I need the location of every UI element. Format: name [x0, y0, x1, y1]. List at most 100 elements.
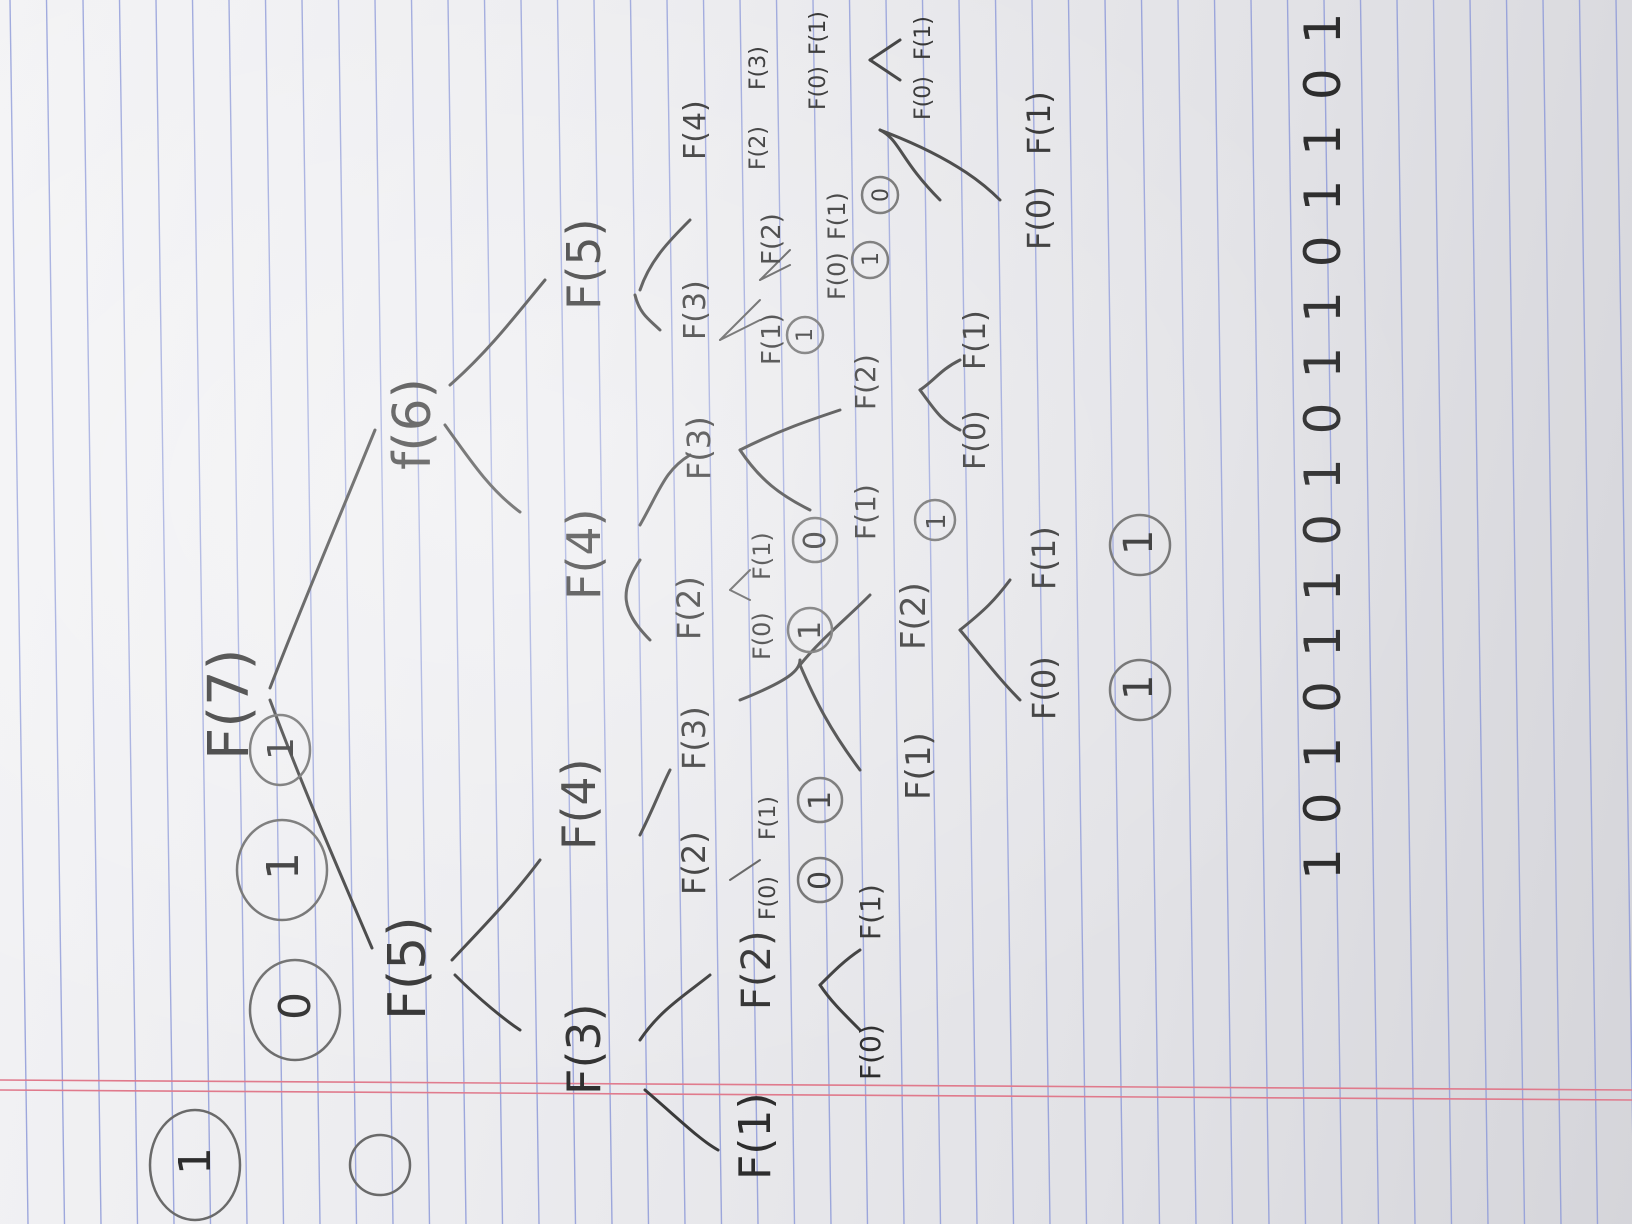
- leaf-value: 1: [922, 513, 952, 530]
- node-l4-0: F(0): [854, 1024, 887, 1080]
- notebook-rule-line: [337, 0, 358, 1224]
- node-l1-right: f(6): [383, 378, 443, 470]
- notebook-rule-line: [82, 0, 102, 1224]
- notebook-rule-line: [885, 0, 905, 1224]
- notebook-rule-line: [301, 0, 321, 1224]
- notebook-rule-line: [1286, 0, 1307, 1224]
- notebook-rule-line: [1140, 0, 1161, 1224]
- node-l4-7: F(1): [748, 532, 776, 580]
- node-l4-12: F(2): [746, 126, 771, 170]
- notebook-rule-line: [629, 0, 650, 1224]
- leaf-value: 1: [803, 791, 838, 810]
- notebook-rule-line: [1432, 0, 1453, 1224]
- node-l2-0: F(3): [557, 1003, 611, 1095]
- node-l4-13: F(3): [746, 46, 771, 90]
- notebook-rule-line: [45, 0, 66, 1224]
- node-l5-4: F(0): [823, 252, 851, 300]
- node-l4-8: F(1): [849, 484, 882, 540]
- node-l3-2: F(2): [675, 831, 713, 895]
- leaf-value: 1: [258, 852, 309, 880]
- node-l5-9: F(1): [911, 16, 936, 60]
- notebook-rule-line: [1213, 0, 1234, 1224]
- notebook-rule-line: [410, 0, 431, 1224]
- node-l4-3: F(1): [756, 796, 781, 840]
- node-l5-1: F(1): [1025, 526, 1063, 590]
- notebook-rule-line: [1396, 0, 1416, 1224]
- node-l5-8: F(0): [911, 76, 936, 120]
- leaf-value: 1: [1116, 675, 1162, 700]
- notebook-rule-line: [958, 0, 978, 1224]
- node-root: F(7): [197, 648, 262, 760]
- sequence-text: 1 0 1 0 1 1 0 1 0 1 1 0 1 1 0 1 0 1 1 0 …: [1294, 0, 1352, 880]
- node-l5-2: F(0): [958, 410, 993, 470]
- notebook-rule-line: [1542, 0, 1562, 1224]
- notebook-rule-line: [1067, 0, 1088, 1224]
- node-l3-3: F(3): [675, 706, 713, 770]
- notebook-rule-line: [1323, 0, 1343, 1224]
- leaf-value: 0: [869, 188, 894, 202]
- notebook-rule-line: [228, 0, 248, 1224]
- node-l4-9: F(2): [849, 354, 882, 410]
- notebook-rule-line: [775, 0, 796, 1224]
- node-l4-5: F(2): [894, 582, 934, 650]
- node-l3-6: F(3): [678, 280, 713, 340]
- notebook-rule-line: [921, 0, 942, 1224]
- tree-nodes: F(7) F(5) f(6) F(3) F(4) F(4) F(5) F(1) …: [197, 11, 1063, 1180]
- node-l3-0: F(1): [730, 1092, 781, 1180]
- leaf-value: 0: [798, 531, 833, 550]
- notebook-rule-line: [1031, 0, 1051, 1224]
- node-l5-6: F(0): [806, 66, 831, 110]
- leaf-value: 0: [803, 871, 838, 890]
- leaf-value: 1: [793, 328, 818, 342]
- notebook-rule-line: [666, 0, 686, 1224]
- notebook-rule-line: [848, 0, 869, 1224]
- notebook-rule-line: [1505, 0, 1526, 1224]
- notebook-rule-line: [374, 0, 394, 1224]
- notebook-rule-line: [483, 0, 504, 1224]
- node-l4-2: F(0): [756, 876, 781, 920]
- notebook-rule-line: [1104, 0, 1124, 1224]
- node-l3-1: F(2): [734, 930, 780, 1010]
- node-l6-0: F(0): [1020, 186, 1058, 250]
- leaf-value: 1: [793, 621, 828, 640]
- notebook-rule-line: [702, 0, 723, 1224]
- notebook-rule-line: [118, 0, 139, 1224]
- node-l3-4: F(2): [670, 576, 708, 640]
- node-l4-4: F(1): [899, 732, 939, 800]
- notebook-rule-line: [1615, 0, 1632, 1136]
- node-l4-10: F(1): [757, 313, 787, 365]
- notebook-rule-line: [1578, 0, 1599, 1224]
- node-l6-1: F(1): [1020, 91, 1058, 155]
- leaf-value: 1: [859, 252, 884, 266]
- node-l1-left: F(5): [378, 916, 438, 1020]
- node-l2-3: F(5): [557, 218, 611, 310]
- notebook-rule-line: [1359, 0, 1380, 1224]
- node-l4-6: F(0): [748, 612, 776, 660]
- node-l2-2: F(4): [557, 508, 611, 600]
- tree-edges: [268, 38, 1022, 1152]
- notebook-rule-line: [556, 0, 577, 1224]
- notebook-rule-line: [739, 0, 759, 1224]
- notebook-rule-line: [520, 0, 540, 1224]
- node-l2-1: F(4): [552, 758, 606, 850]
- leaf-value: 0: [270, 992, 321, 1020]
- node-l4-1: F(1): [854, 884, 887, 940]
- notebook-rule-line: [264, 0, 285, 1224]
- notebook-rule-line: [1469, 0, 1489, 1224]
- notebook-margin-line: [0, 1089, 1632, 1101]
- notebook-rule-line: [191, 0, 212, 1224]
- node-l5-3: F(1): [958, 310, 993, 370]
- leaf-circles: [148, 175, 1172, 1222]
- node-l3-5: F(3): [680, 416, 718, 480]
- node-l4-11: F(2): [757, 213, 787, 265]
- leaf-values: 1 0 1 1 0 1 1 0 1 1 1 0 1 1: [170, 188, 1162, 1175]
- notebook-margin-line: [0, 1079, 1632, 1091]
- node-l5-5: F(1): [823, 192, 851, 240]
- node-l3-7: F(4): [678, 100, 713, 160]
- node-l5-0: F(0): [1025, 656, 1063, 720]
- leaf-value: 1: [170, 1147, 221, 1175]
- notebook-rule-line: [1250, 0, 1270, 1224]
- notebook-rule-line: [994, 0, 1015, 1224]
